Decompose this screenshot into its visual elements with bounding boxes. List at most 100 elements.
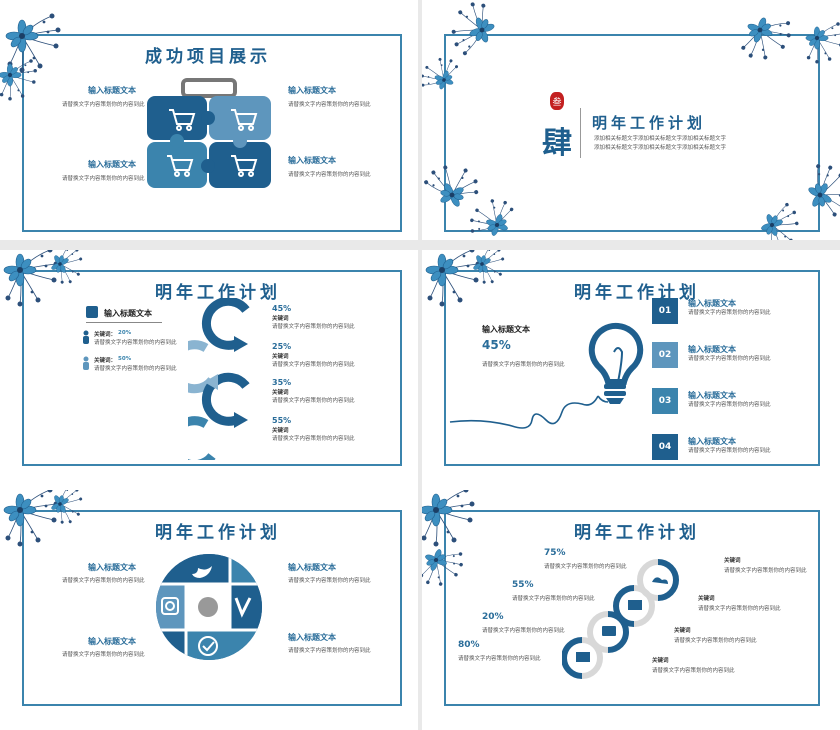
flower-decoration-icon	[422, 490, 475, 594]
slide-1[interactable]: 成功项目展示 输入标题文本 请替换文字内容策划你的内容到此 输入标题文本 请替换…	[0, 0, 418, 240]
step-heading: 输入标题文本	[688, 299, 736, 308]
item-text: 请替换文字内容策划你的内容到此	[288, 578, 371, 584]
left-pct: 55%	[512, 580, 534, 590]
slide-title: 明年工作计划	[574, 523, 700, 543]
step-heading: 输入标题文本	[688, 391, 736, 400]
big-pct: 45%	[482, 338, 511, 352]
right-keyword: 关键词	[652, 658, 669, 664]
right-text: 请替换文字内容策划你的内容到此	[652, 668, 735, 674]
step-text: 请替换文字内容策划你的内容到此	[688, 402, 771, 408]
item-pct: 25%	[272, 342, 292, 351]
keyword-text: 请替换文字内容策划你的内容到此	[94, 340, 177, 346]
step-heading: 输入标题文本	[688, 345, 736, 354]
body-text: 请替换文字内容策划你的内容到此	[482, 362, 565, 368]
lightbulb-icon	[449, 322, 644, 429]
right-text: 请替换文字内容策划你的内容到此	[724, 568, 807, 574]
item-text: 请替换文字内容策划你的内容到此	[288, 102, 371, 108]
subtitle-line: 添加相关标题文字添加相关标题文字添加相关标题文字	[594, 145, 727, 151]
slide-3[interactable]: 明年工作计划 输入标题文本 关键词： 20% 请替换文字内容策划你的内容到此 关…	[0, 250, 418, 490]
keyword-label: 关键词：	[94, 332, 117, 338]
slide-frame	[22, 34, 402, 232]
step-text: 请替换文字内容策划你的内容到此	[688, 356, 771, 362]
item-pct: 35%	[272, 378, 292, 387]
slide-2[interactable]: 叁 肆 明年工作计划 添加相关标题文字添加相关标题文字添加相关标题文字 添加相关…	[422, 0, 840, 240]
slide-title: 明年工作计划	[155, 523, 281, 543]
subtitle-line: 添加相关标题文字添加相关标题文字添加相关标题文字	[594, 136, 727, 142]
item-text: 请替换文字内容策划你的内容到此	[288, 172, 371, 178]
item-pct: 55%	[272, 416, 292, 425]
slide-frame	[444, 34, 820, 232]
step-text: 请替换文字内容策划你的内容到此	[688, 310, 771, 316]
right-keyword: 关键词	[698, 596, 715, 602]
item-text: 请替换文字内容策划你的内容到此	[272, 362, 355, 368]
item-heading: 输入标题文本	[288, 156, 336, 165]
item-pct: 45%	[272, 304, 292, 313]
circular-arrows-icon	[188, 298, 250, 460]
slide-frame	[22, 270, 402, 466]
left-text: 请替换文字内容策划你的内容到此	[458, 656, 541, 662]
step-circles-icon	[562, 559, 679, 679]
right-text: 请替换文字内容策划你的内容到此	[698, 606, 781, 612]
flower-decoration-icon	[3, 250, 92, 307]
big-numeral: 肆	[542, 126, 572, 161]
step-number: 03	[652, 388, 678, 414]
item-text: 请替换文字内容策划你的内容到此	[288, 648, 371, 654]
panel-icon	[86, 306, 98, 318]
panel-heading: 输入标题文本	[104, 309, 152, 318]
puzzle-briefcase-icon	[147, 78, 271, 188]
item-text: 请替换文字内容策划你的内容到此	[272, 324, 355, 330]
flower-decoration-icon	[3, 490, 92, 547]
step-heading: 输入标题文本	[688, 437, 736, 446]
social-circle-icon	[156, 554, 262, 660]
keyword-text: 请替换文字内容策划你的内容到此	[94, 366, 177, 372]
right-keyword: 关键词	[724, 558, 741, 564]
item-text: 请替换文字内容策划你的内容到此	[62, 578, 145, 584]
item-keyword: 关键词	[272, 428, 289, 434]
item-text: 请替换文字内容策划你的内容到此	[272, 398, 355, 404]
step-number: 04	[652, 434, 678, 460]
slide-title: 明年工作计划	[574, 283, 700, 303]
person-icon	[83, 330, 89, 344]
item-heading: 输入标题文本	[88, 86, 136, 95]
item-text: 请替换文字内容策划你的内容到此	[62, 652, 145, 658]
keyword-pct: 20%	[118, 330, 132, 336]
keyword-pct: 50%	[118, 356, 132, 362]
left-text: 请替换文字内容策划你的内容到此	[544, 564, 627, 570]
slide-frame	[444, 270, 820, 466]
step-number: 01	[652, 298, 678, 324]
left-pct: 80%	[458, 640, 480, 650]
item-heading: 输入标题文本	[88, 160, 136, 169]
item-heading: 输入标题文本	[288, 86, 336, 95]
slide-title: 成功项目展示	[145, 47, 271, 67]
right-text: 请替换文字内容策划你的内容到此	[674, 638, 757, 644]
slide-6[interactable]: 明年工作计划 75% 请替换文字内容策划你的内容到此 55% 请替换文字内容策划…	[422, 490, 840, 730]
item-heading: 输入标题文本	[288, 633, 336, 642]
left-pct: 20%	[482, 612, 504, 622]
item-keyword: 关键词	[272, 316, 289, 322]
item-heading: 输入标题文本	[288, 563, 336, 572]
item-text: 请替换文字内容策划你的内容到此	[272, 436, 355, 442]
seal-char: 叁	[552, 97, 562, 108]
red-seal: 叁	[550, 92, 564, 110]
left-text: 请替换文字内容策划你的内容到此	[512, 596, 595, 602]
item-heading: 输入标题文本	[88, 637, 136, 646]
divider	[86, 322, 162, 323]
step-number: 02	[652, 342, 678, 368]
item-text: 请替换文字内容策划你的内容到此	[62, 176, 145, 182]
left-pct: 75%	[544, 548, 566, 558]
item-heading: 输入标题文本	[88, 563, 136, 572]
right-keyword: 关键词	[674, 628, 691, 634]
step-text: 请替换文字内容策划你的内容到此	[688, 448, 771, 454]
slide-4[interactable]: 明年工作计划 输入标题文本 45% 请替换文字内容策划你的内容到此 01 输入标…	[422, 250, 840, 490]
slide-frame	[22, 510, 402, 706]
item-keyword: 关键词	[272, 354, 289, 360]
item-text: 请替换文字内容策划你的内容到此	[62, 102, 145, 108]
slide-5[interactable]: 明年工作计划 输入标题文本 请替换文字内容策划你的内容到此 输入标题文本 请替换…	[0, 490, 418, 730]
item-keyword: 关键词	[272, 390, 289, 396]
slide-title: 明年工作计划	[592, 114, 707, 132]
left-text: 请替换文字内容策划你的内容到此	[482, 628, 565, 634]
slide-title: 明年工作计划	[155, 283, 281, 303]
slide-frame	[444, 510, 820, 706]
keyword-label: 关键词：	[94, 358, 117, 364]
divider	[580, 108, 581, 158]
